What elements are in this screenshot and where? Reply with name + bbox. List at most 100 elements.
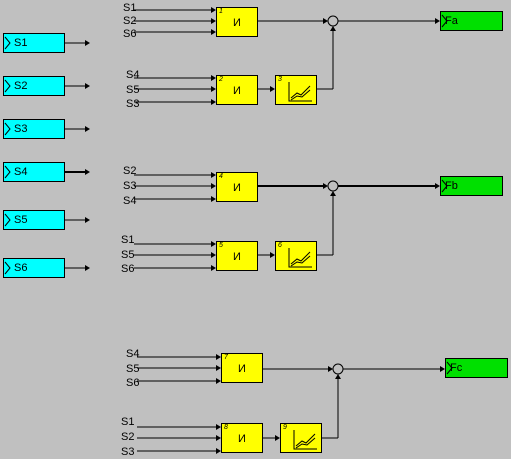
signal-label: S2 xyxy=(123,165,137,177)
block-number: 6 xyxy=(278,242,282,249)
arrowhead xyxy=(211,172,216,178)
arrowhead xyxy=(211,265,216,271)
block-label: И xyxy=(238,363,246,375)
block-number: 9 xyxy=(283,424,287,431)
and-block-4[interactable]: 4 И xyxy=(216,172,258,202)
port-chevron-icon xyxy=(4,36,11,50)
block-number: 1 xyxy=(219,8,223,15)
arrowhead xyxy=(85,217,90,223)
arrowhead xyxy=(85,83,90,89)
input-port-label: S2 xyxy=(14,80,28,92)
arrowhead xyxy=(323,18,328,24)
block-label: И xyxy=(238,433,246,445)
arrowhead xyxy=(211,99,216,105)
and-block-7[interactable]: 7 И xyxy=(221,353,263,383)
arrowhead xyxy=(211,75,216,81)
block-label: И xyxy=(233,251,241,263)
and-block-8[interactable]: 8 И xyxy=(221,423,263,453)
chart-icon xyxy=(293,430,317,450)
arrowhead xyxy=(435,18,440,24)
signal-label: S2 xyxy=(121,431,135,443)
arrowhead xyxy=(85,169,90,175)
input-port-label: S5 xyxy=(14,214,28,226)
block-number: 8 xyxy=(224,424,228,431)
arrowhead xyxy=(216,365,221,371)
signal-label: S1 xyxy=(121,416,135,428)
arrowhead xyxy=(211,18,216,24)
input-port-label: S4 xyxy=(14,166,28,178)
input-port-s3[interactable]: S3 xyxy=(3,119,65,139)
input-port-label: S3 xyxy=(14,123,28,135)
sum-junction[interactable] xyxy=(327,180,339,192)
input-port-s6[interactable]: S6 xyxy=(3,258,65,278)
filter-block-9[interactable]: 9 xyxy=(280,423,322,453)
filter-block-6[interactable]: 6 xyxy=(275,241,317,271)
block-label: И xyxy=(233,182,241,194)
signal-label: S3 xyxy=(123,180,137,192)
port-chevron-icon xyxy=(4,261,11,275)
chart-icon xyxy=(288,248,312,268)
input-port-s1[interactable]: S1 xyxy=(3,33,65,53)
arrowhead xyxy=(85,40,90,46)
port-chevron-icon xyxy=(441,179,448,193)
and-block-1[interactable]: 1 И xyxy=(216,7,258,37)
arrowhead xyxy=(440,366,445,372)
arrowhead xyxy=(328,366,333,372)
arrowhead xyxy=(216,424,221,430)
arrowhead xyxy=(211,241,216,247)
port-chevron-icon xyxy=(446,361,453,375)
arrowhead xyxy=(335,374,341,379)
arrowhead xyxy=(330,191,336,196)
arrowhead xyxy=(330,26,336,31)
arrowhead xyxy=(85,265,90,271)
signal-label: S3 xyxy=(121,446,135,458)
input-port-s4[interactable]: S4 xyxy=(3,162,65,182)
arrowhead xyxy=(211,7,216,13)
output-port-fa[interactable]: Fa xyxy=(440,11,503,31)
signal-label: S3 xyxy=(126,98,140,110)
signal-label: S6 xyxy=(126,377,140,389)
port-chevron-icon xyxy=(4,79,11,93)
signal-label: S4 xyxy=(126,348,140,360)
signal-label: S5 xyxy=(126,363,140,375)
and-block-2[interactable]: 2 И xyxy=(216,75,258,105)
arrowhead xyxy=(211,196,216,202)
arrowhead xyxy=(216,378,221,384)
and-block-5[interactable]: 5 И xyxy=(216,241,258,271)
block-number: 5 xyxy=(219,242,223,249)
output-port-label: Fb xyxy=(445,180,458,192)
arrowhead xyxy=(323,183,328,189)
sum-junction[interactable] xyxy=(332,363,344,375)
arrowhead xyxy=(216,354,221,360)
output-port-fb[interactable]: Fb xyxy=(440,176,503,196)
arrowhead xyxy=(216,448,221,454)
filter-block-3[interactable]: 3 xyxy=(275,75,317,105)
sum-junction[interactable] xyxy=(327,15,339,27)
input-port-s5[interactable]: S5 xyxy=(3,210,65,230)
block-label: И xyxy=(233,17,241,29)
arrowhead xyxy=(211,252,216,258)
signal-label: S2 xyxy=(123,15,137,27)
signal-label: S6 xyxy=(123,28,137,40)
arrowhead xyxy=(216,435,221,441)
arrowhead xyxy=(435,183,440,189)
output-port-fc[interactable]: Fc xyxy=(445,358,508,378)
arrowhead xyxy=(85,126,90,132)
signal-label: S4 xyxy=(126,69,140,81)
signal-label: S1 xyxy=(121,234,135,246)
input-port-s2[interactable]: S2 xyxy=(3,76,65,96)
signal-label: S6 xyxy=(121,263,135,275)
chart-icon xyxy=(288,82,312,102)
block-number: 3 xyxy=(278,76,282,83)
arrowhead xyxy=(211,29,216,35)
port-chevron-icon xyxy=(4,165,11,179)
signal-label: S5 xyxy=(126,84,140,96)
arrowhead xyxy=(270,86,275,92)
output-port-label: Fc xyxy=(450,362,463,374)
block-label: И xyxy=(233,85,241,97)
signal-label: S5 xyxy=(121,249,135,261)
port-chevron-icon xyxy=(4,122,11,136)
arrowhead xyxy=(211,86,216,92)
